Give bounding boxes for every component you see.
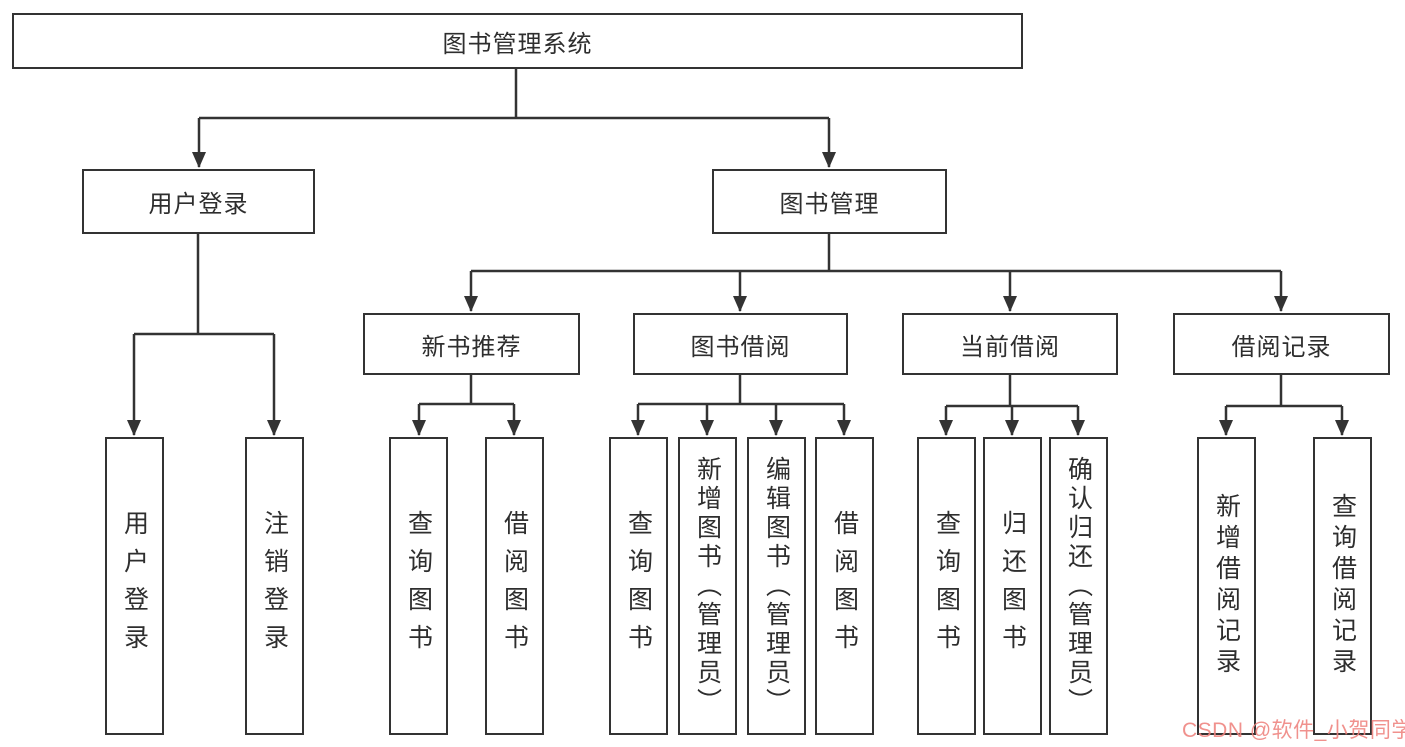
node-user-login: 用户登录 (82, 169, 315, 234)
node-book-management: 图书管理 (712, 169, 947, 234)
leaf-query-books-current: 查询图书 (917, 437, 976, 735)
leaf-query-books-recommend: 查询图书 (389, 437, 448, 735)
leaf-confirm-return-admin: 确认归还（管理员） (1049, 437, 1108, 735)
leaf-borrow-books-recommend: 借阅图书 (485, 437, 544, 735)
leaf-return-books: 归还图书 (983, 437, 1042, 735)
leaf-user-login: 用户登录 (105, 437, 164, 735)
node-root: 图书管理系统 (12, 13, 1023, 69)
leaf-add-borrow-record: 新增借阅记录 (1197, 437, 1256, 735)
node-book-borrow: 图书借阅 (633, 313, 848, 375)
leaf-query-borrow-record: 查询借阅记录 (1313, 437, 1372, 735)
node-new-book-recommend: 新书推荐 (363, 313, 580, 375)
leaf-add-books-admin: 新增图书（管理员） (678, 437, 737, 735)
node-current-borrow: 当前借阅 (902, 313, 1118, 375)
node-borrow-records: 借阅记录 (1173, 313, 1390, 375)
leaf-logout: 注销登录 (245, 437, 304, 735)
leaf-query-books-borrow: 查询图书 (609, 437, 668, 735)
csdn-watermark: CSDN @软件_小贺同学 (1182, 719, 1405, 742)
leaf-edit-books-admin: 编辑图书（管理员） (747, 437, 806, 735)
leaf-borrow-books-borrow: 借阅图书 (815, 437, 874, 735)
